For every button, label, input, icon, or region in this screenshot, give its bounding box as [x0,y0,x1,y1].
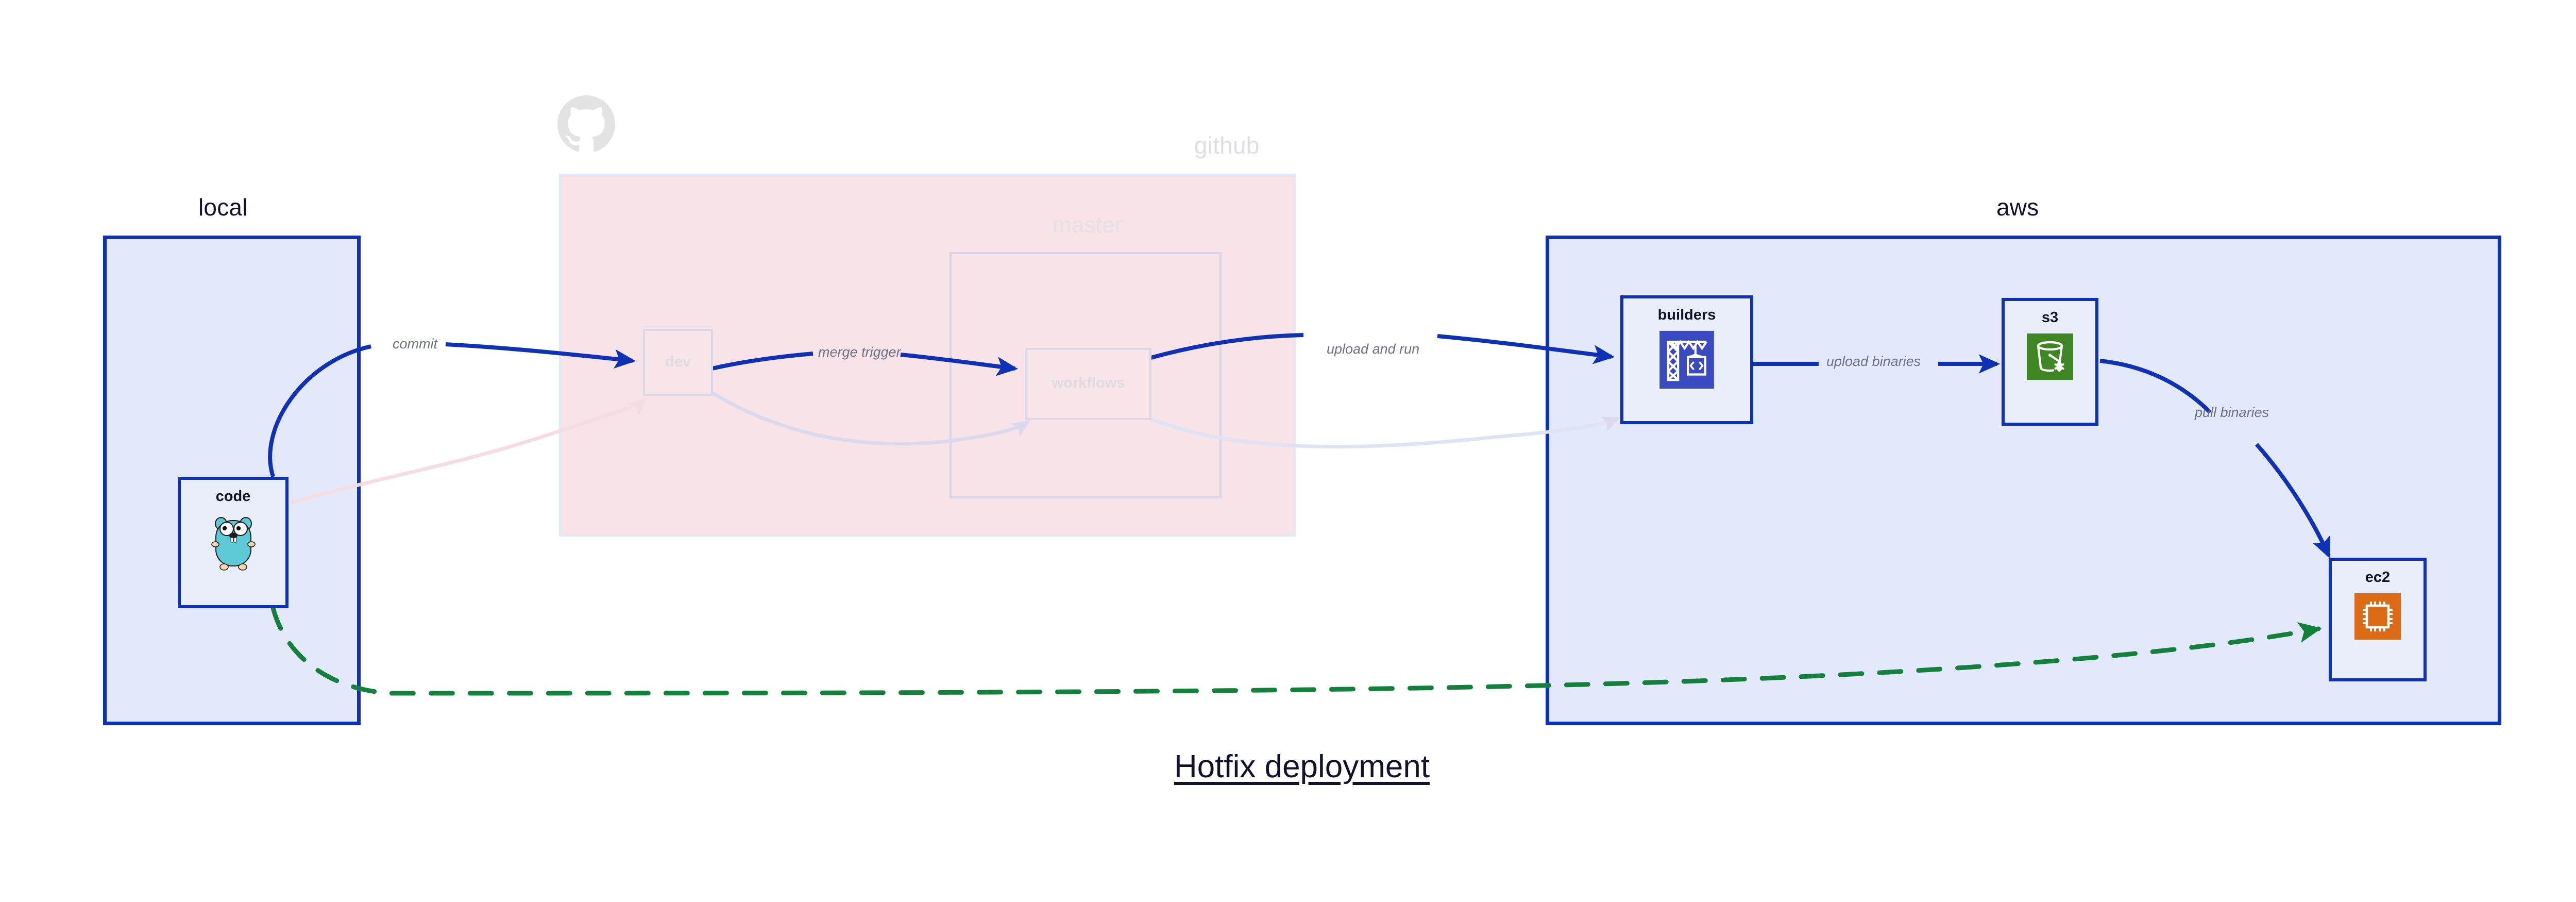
cluster-master-label: master [1053,212,1123,238]
aws-ec2-chip-icon [2354,593,2401,642]
node-builders[interactable]: builders [1620,295,1753,424]
cluster-local-label: local [198,194,248,221]
edge-label-merge-trigger: merge trigger [818,344,901,360]
aws-s3-bucket-icon [2027,333,2073,382]
github-octocat-icon [557,95,615,156]
cluster-aws-label: aws [1996,194,2039,221]
edge-label-commit: commit [393,336,437,352]
edge-label-upload-and-run: upload and run [1327,341,1420,357]
node-workflows-label: workflows [1052,375,1125,391]
edge-label-upload-binaries: upload binaries [1826,354,1921,369]
node-ec2[interactable]: ec2 [2329,558,2427,681]
node-workflows[interactable]: workflows [1025,348,1151,420]
node-dev[interactable]: dev [643,329,713,396]
cluster-master [950,252,1222,498]
node-ec2-label: ec2 [2365,569,2391,586]
aws-codebuild-icon [1659,331,1714,391]
node-code[interactable]: code [178,477,289,608]
diagram-title: Hotfix deployment [1174,749,1430,784]
go-gopher-icon [210,512,257,576]
node-dev-label: dev [665,354,691,370]
node-builders-label: builders [1657,307,1716,323]
node-s3[interactable]: s3 [2002,298,2098,426]
node-code-label: code [215,488,251,505]
node-s3-label: s3 [2041,309,2059,326]
cluster-github-label: github [1194,132,1260,159]
edge-label-pull-binaries: pull binaries [2195,405,2269,420]
